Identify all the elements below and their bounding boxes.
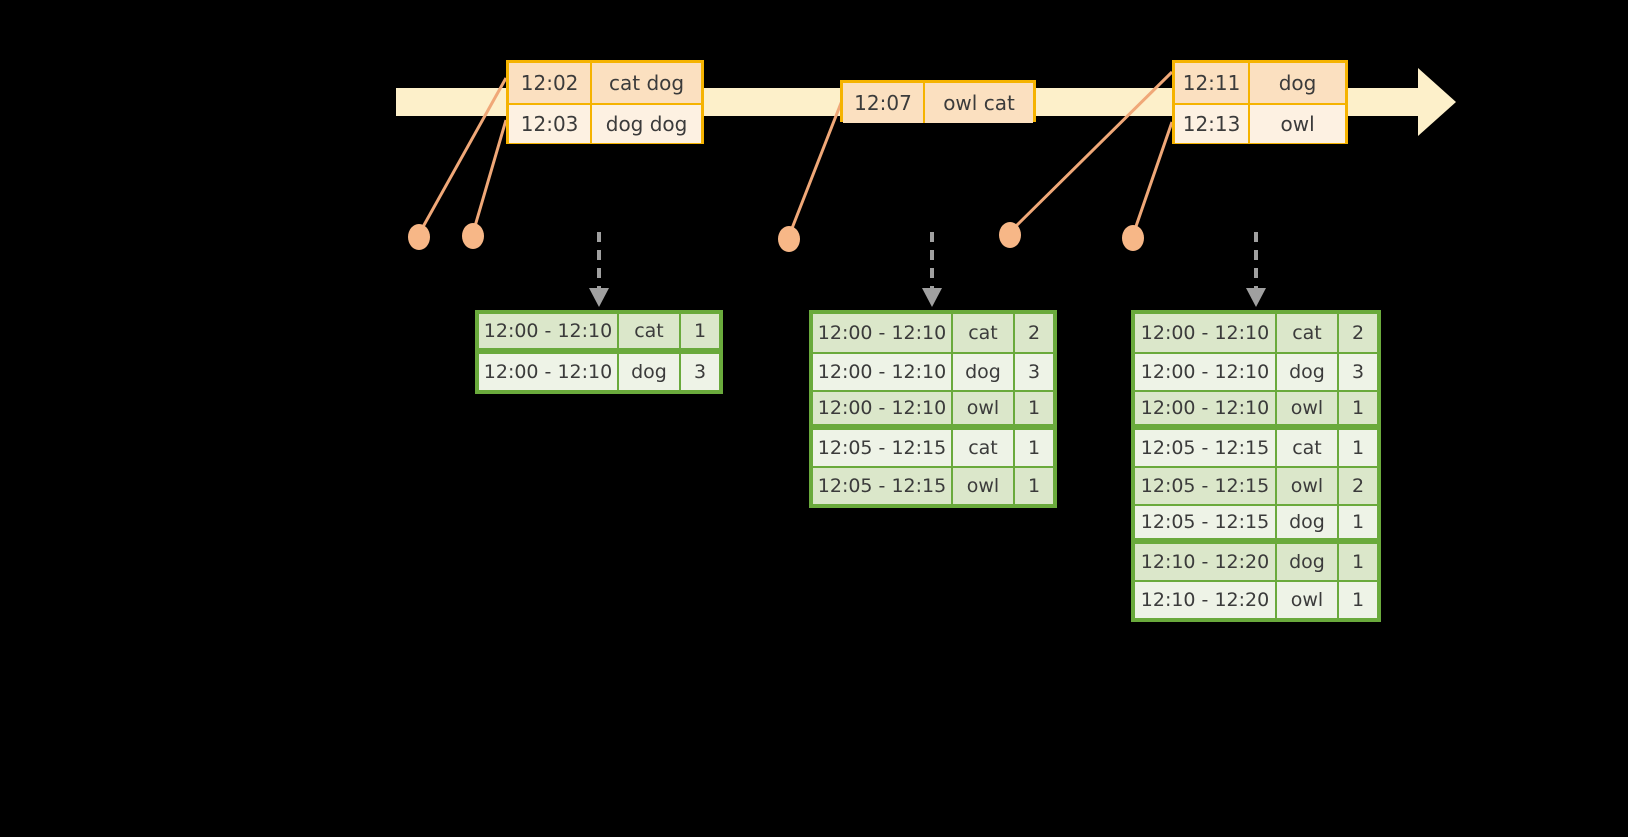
table-row[interactable]: 12:00 - 12:10 owl 1: [813, 390, 1053, 428]
count-cell: 1: [1015, 392, 1053, 424]
table-row[interactable]: 12:00 - 12:10 owl 1: [1135, 390, 1377, 428]
key-cell: dog: [619, 354, 681, 390]
source-dot-4: [999, 222, 1021, 248]
window-cell: 12:00 - 12:10: [1135, 392, 1277, 424]
count-cell: 1: [1339, 582, 1377, 618]
window-cell: 12:05 - 12:15: [1135, 468, 1277, 504]
result-table[interactable]: 12:00 - 12:10 cat 2 12:00 - 12:10 dog 3 …: [809, 310, 1057, 508]
window-cell: 12:00 - 12:10: [1135, 314, 1277, 352]
table-row[interactable]: 12:05 - 12:15 cat 1: [813, 428, 1053, 466]
count-cell: 1: [1015, 430, 1053, 466]
event-time: 12:13: [1175, 105, 1251, 143]
count-cell: 1: [1339, 544, 1377, 580]
window-cell: 12:05 - 12:15: [813, 468, 953, 504]
key-cell: dog: [953, 354, 1015, 390]
event-box[interactable]: 12:07 owl cat: [840, 80, 1036, 123]
down-arrow-2: [922, 232, 942, 307]
window-cell: 12:00 - 12:10: [1135, 354, 1277, 390]
source-dot-2: [462, 223, 484, 249]
event-row[interactable]: 12:13 owl: [1175, 103, 1345, 143]
event-row[interactable]: 12:03 dog dog: [509, 103, 701, 143]
key-cell: cat: [619, 314, 681, 348]
down-arrow-1: [589, 232, 609, 307]
connector-line-5: [1131, 121, 1174, 236]
event-words: owl: [1250, 105, 1345, 143]
table-row[interactable]: 12:05 - 12:15 owl 2: [1135, 466, 1377, 504]
count-cell: 1: [1339, 392, 1377, 424]
key-cell: cat: [1277, 314, 1339, 352]
key-cell: cat: [1277, 430, 1339, 466]
event-words: dog: [1250, 63, 1345, 103]
window-cell: 12:00 - 12:10: [813, 354, 953, 390]
event-time: 12:07: [843, 83, 925, 123]
key-cell: owl: [1277, 582, 1339, 618]
result-table[interactable]: 12:00 - 12:10 cat 2 12:00 - 12:10 dog 3 …: [1131, 310, 1381, 622]
key-cell: dog: [1277, 354, 1339, 390]
key-cell: owl: [953, 392, 1015, 424]
key-cell: dog: [1277, 544, 1339, 580]
event-row[interactable]: 12:11 dog: [1175, 63, 1345, 103]
table-row[interactable]: 12:10 - 12:20 dog 1: [1135, 542, 1377, 580]
source-dot-3: [778, 226, 800, 252]
count-cell: 2: [1339, 314, 1377, 352]
count-cell: 2: [1015, 314, 1053, 352]
event-words: owl cat: [925, 83, 1033, 123]
event-row[interactable]: 12:07 owl cat: [843, 83, 1033, 123]
result-table[interactable]: 12:00 - 12:10 cat 1 12:00 - 12:10 dog 3: [475, 310, 723, 394]
key-cell: owl: [1277, 392, 1339, 424]
window-cell: 12:00 - 12:10: [479, 314, 619, 348]
source-dot-1: [408, 224, 430, 250]
event-time: 12:02: [509, 63, 593, 103]
down-arrow-group: [589, 232, 1266, 307]
window-cell: 12:00 - 12:10: [813, 392, 953, 424]
connector-line-2: [471, 119, 508, 234]
count-cell: 1: [1339, 506, 1377, 538]
count-cell: 3: [1015, 354, 1053, 390]
window-cell: 12:00 - 12:10: [813, 314, 953, 352]
key-cell: cat: [953, 430, 1015, 466]
count-cell: 3: [1339, 354, 1377, 390]
event-time: 12:03: [509, 105, 593, 143]
key-cell: owl: [1277, 468, 1339, 504]
down-arrow-3: [1246, 232, 1266, 307]
event-box[interactable]: 12:11 dog 12:13 owl: [1172, 60, 1348, 144]
table-row[interactable]: 12:10 - 12:20 owl 1: [1135, 580, 1377, 618]
window-cell: 12:05 - 12:15: [1135, 430, 1277, 466]
table-row[interactable]: 12:05 - 12:15 cat 1: [1135, 428, 1377, 466]
table-row[interactable]: 12:05 - 12:15 owl 1: [813, 466, 1053, 504]
event-words: dog dog: [592, 105, 701, 143]
count-cell: 1: [681, 314, 719, 348]
key-cell: owl: [953, 468, 1015, 504]
connector-line-3: [787, 97, 845, 237]
window-cell: 12:00 - 12:10: [479, 354, 619, 390]
table-row[interactable]: 12:00 - 12:10 cat 1: [479, 314, 719, 352]
count-cell: 1: [1015, 468, 1053, 504]
key-cell: dog: [1277, 506, 1339, 538]
key-cell: cat: [953, 314, 1015, 352]
source-dot-5: [1122, 225, 1144, 251]
window-cell: 12:10 - 12:20: [1135, 582, 1277, 618]
count-cell: 1: [1339, 430, 1377, 466]
window-cell: 12:05 - 12:15: [813, 430, 953, 466]
event-time: 12:11: [1175, 63, 1251, 103]
event-words: cat dog: [592, 63, 701, 103]
table-row[interactable]: 12:00 - 12:10 cat 2: [1135, 314, 1377, 352]
count-cell: 3: [681, 354, 719, 390]
event-box[interactable]: 12:02 cat dog 12:03 dog dog: [506, 60, 704, 144]
window-cell: 12:10 - 12:20: [1135, 544, 1277, 580]
event-row[interactable]: 12:02 cat dog: [509, 63, 701, 103]
table-row[interactable]: 12:00 - 12:10 dog 3: [479, 352, 719, 390]
table-row[interactable]: 12:05 - 12:15 dog 1: [1135, 504, 1377, 542]
window-cell: 12:05 - 12:15: [1135, 506, 1277, 538]
table-row[interactable]: 12:00 - 12:10 dog 3: [1135, 352, 1377, 390]
right-arrow-icon: [1418, 68, 1456, 136]
table-row[interactable]: 12:00 - 12:10 dog 3: [813, 352, 1053, 390]
count-cell: 2: [1339, 468, 1377, 504]
table-row[interactable]: 12:00 - 12:10 cat 2: [813, 314, 1053, 352]
